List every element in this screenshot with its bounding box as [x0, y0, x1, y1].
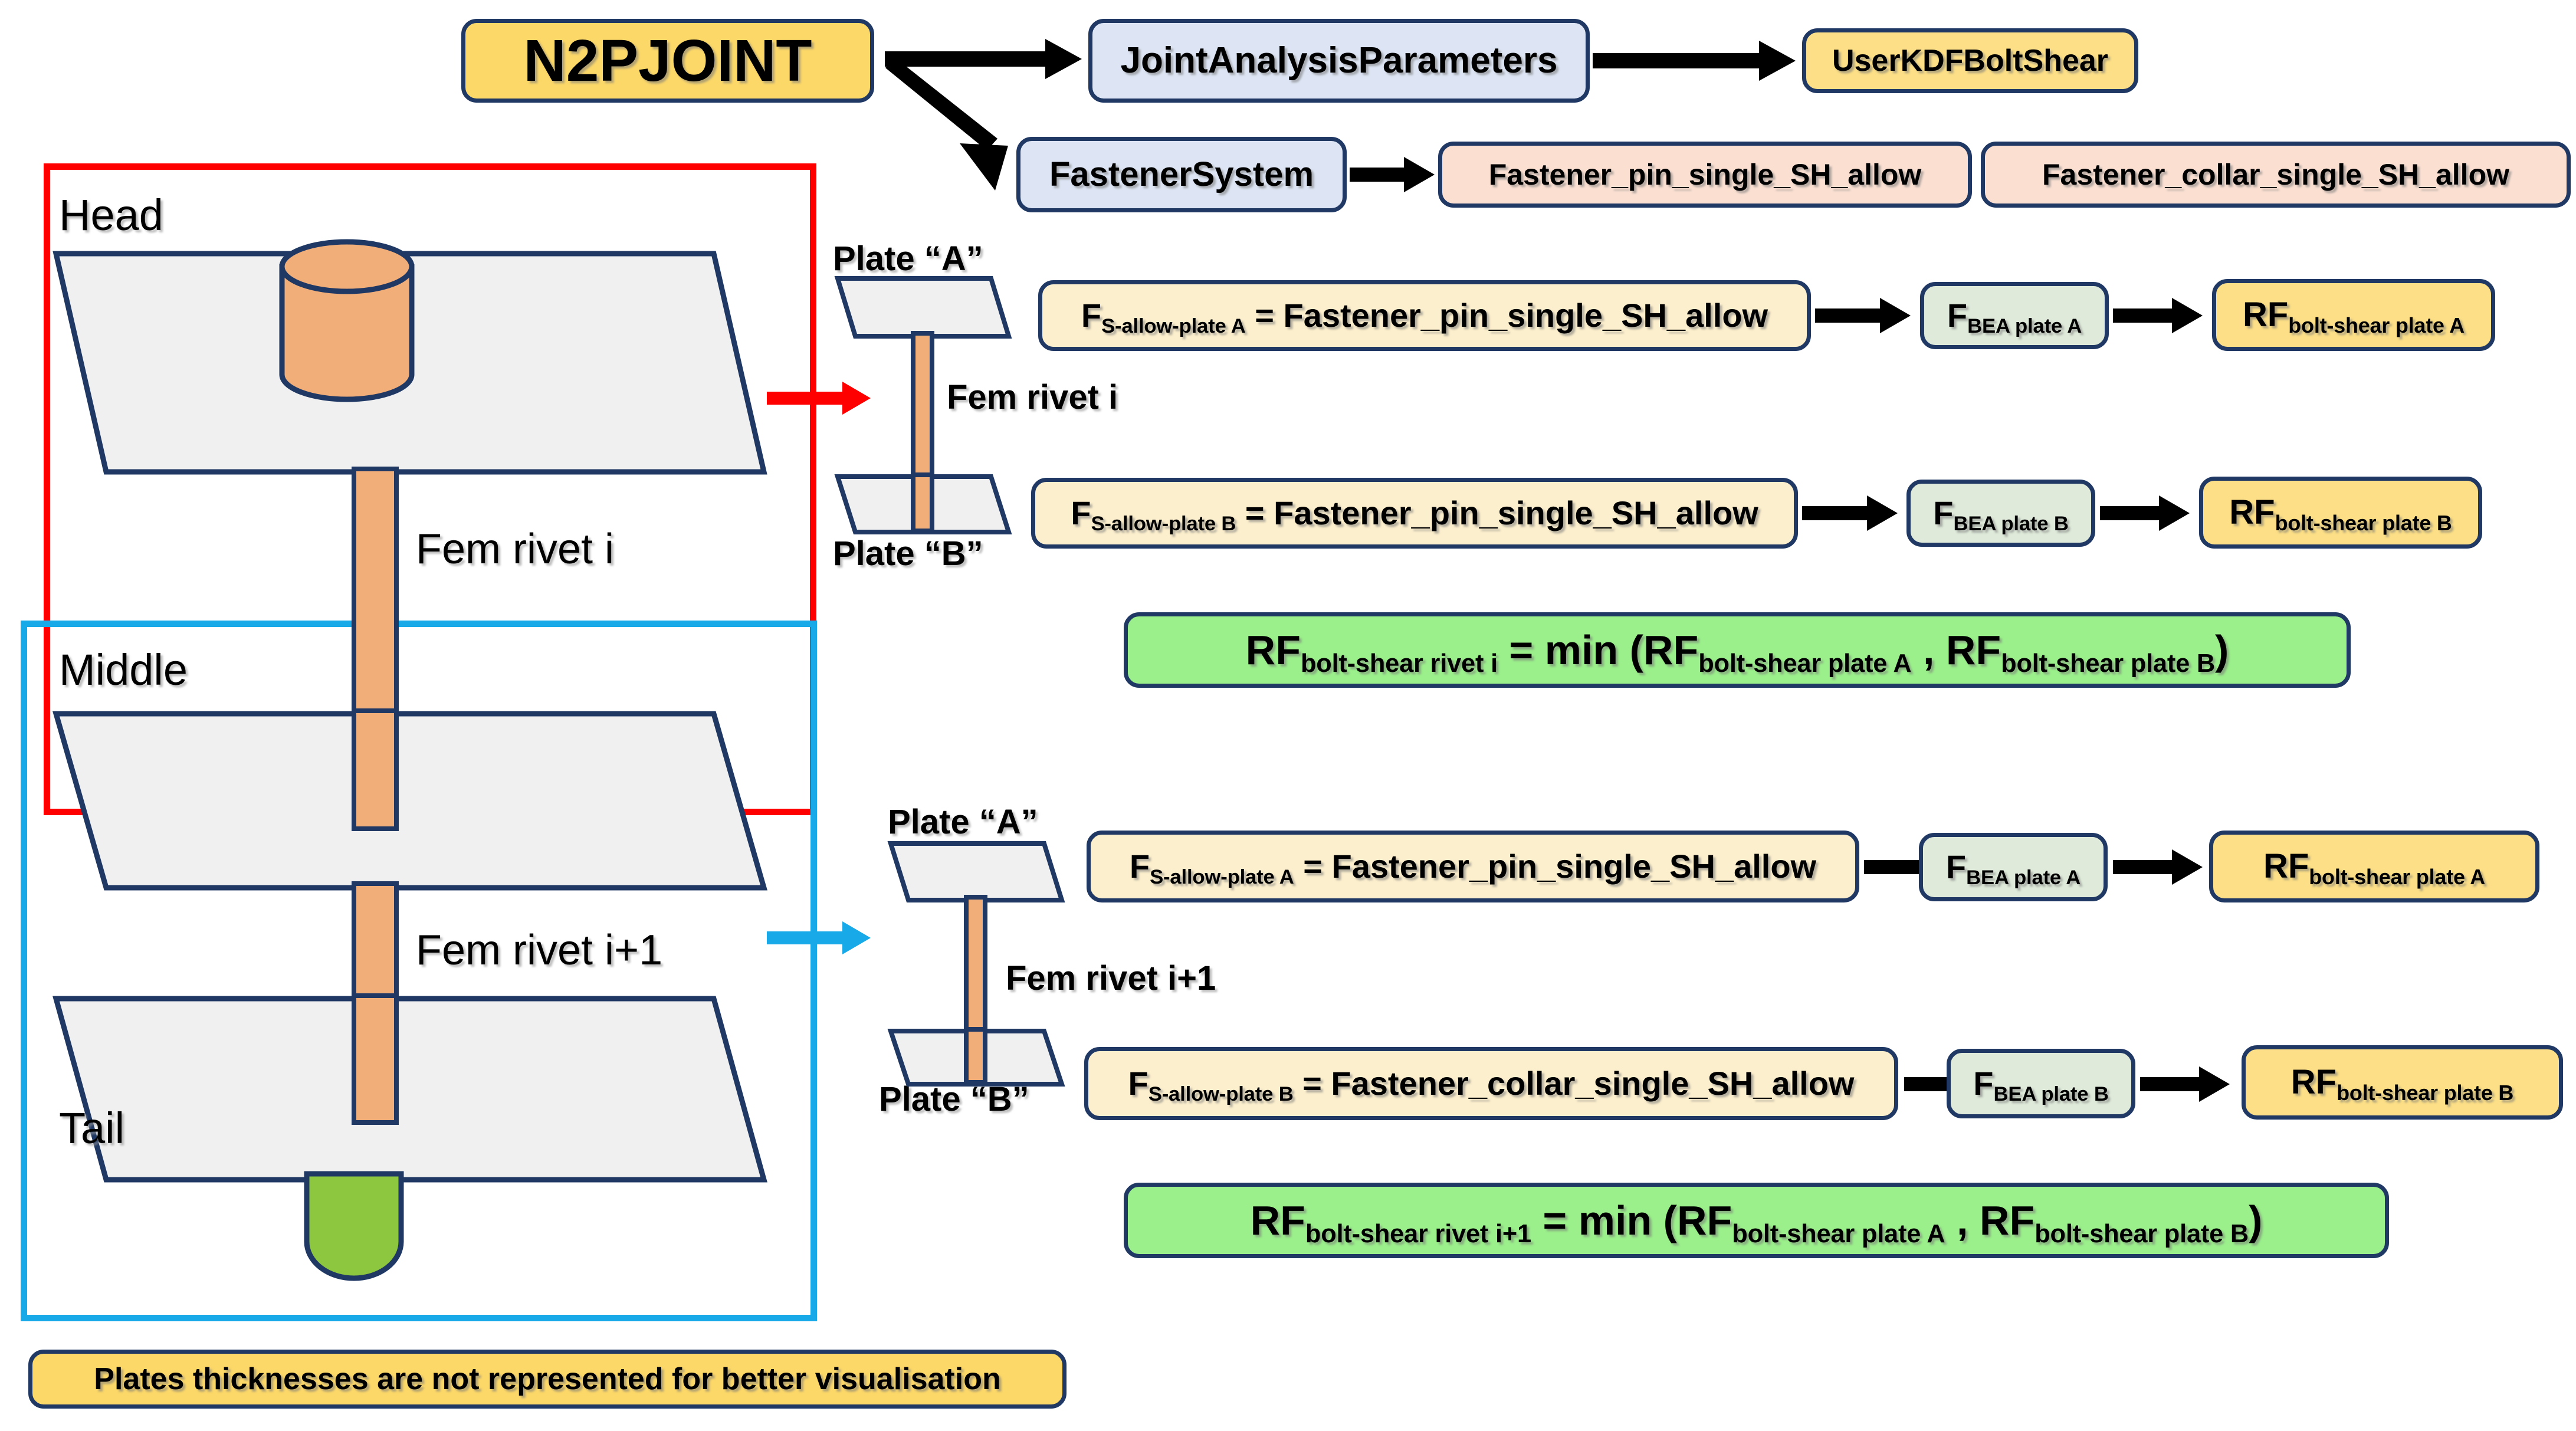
node-jointanalysisparameters-label: JointAnalysisParameters	[1120, 40, 1558, 81]
rivet-i-bea-b-sub: BEA plate B	[1953, 513, 2069, 536]
rivet-i-plate-a	[834, 276, 1012, 339]
node-n2pjoint-label: N2PJOINT	[523, 28, 812, 94]
node-fastener-collar-single-sh-allow[interactable]: Fastener_collar_single_SH_allow	[1981, 142, 2571, 208]
frame-rivet-i-plus-1	[21, 621, 817, 1321]
rivet-i-bea-a-sub: BEA plate A	[1967, 315, 2082, 338]
rivet-i1-rf-b-sub: bolt-shear plate B	[2337, 1080, 2514, 1105]
node-userkdfboltshear-label: UserKDFBoltShear	[1832, 44, 2109, 78]
rivet-i-bea-plate-b[interactable]: FBEA plate B	[1906, 480, 2095, 547]
rivet-i1-min-sep: , RF	[1945, 1197, 2035, 1243]
illustration-label-tail: Tail	[59, 1104, 125, 1153]
rivet-i-min-mid: = min (RF	[1509, 627, 1699, 673]
rivet-i1-min-lhs-sub: bolt-shear rivet i+1	[1305, 1220, 1531, 1249]
rivet-i1-min-arg1-sub: bolt-shear plate A	[1732, 1220, 1945, 1249]
rivet-head-cylinder-body	[279, 264, 415, 402]
rivet-i1-formula-plate-a[interactable]: FS-allow-plate A = Fastener_pin_single_S…	[1087, 831, 1859, 902]
node-userkdfboltshear[interactable]: UserKDFBoltShear	[1802, 28, 2138, 93]
rivet-i-formula-a-sub: S-allow-plate A	[1101, 315, 1246, 338]
rivet-i-rf-b-prefix: RF	[2229, 493, 2275, 531]
rivet-i1-bea-plate-b[interactable]: FBEA plate B	[1947, 1049, 2135, 1118]
node-n2pjoint[interactable]: N2PJOINT	[461, 19, 874, 103]
rivet-i-min-arg2-sub: bolt-shear plate B	[2001, 649, 2216, 678]
rivet-i1-detail-illustration	[887, 841, 1065, 1087]
node-jointanalysisparameters[interactable]: JointAnalysisParameters	[1088, 19, 1590, 103]
rivet-collar-green	[304, 1171, 404, 1281]
rivet-i-bea-plate-a[interactable]: FBEA plate A	[1920, 282, 2109, 349]
rivet-i-rf-a-prefix: RF	[2242, 296, 2289, 334]
illustration-label-rivet-i-plus-1: Fem rivet i+1	[416, 927, 663, 974]
rivet-i1-rf-a-sub: bolt-shear plate A	[2309, 864, 2486, 889]
rivet-i1-formula-a-prefix: F	[1129, 848, 1150, 885]
rivet-i1-bea-b-sub: BEA plate B	[1993, 1083, 2109, 1106]
plate-tail	[52, 996, 767, 1183]
rivet-i-min-formula[interactable]: RFbolt-shear rivet i = min (RFbolt-shear…	[1124, 612, 2351, 688]
rivet-i-bea-a-prefix: F	[1947, 297, 1968, 334]
rivet-i1-formula-b-prefix: F	[1128, 1065, 1148, 1102]
rivet-i-rf-a-sub: bolt-shear plate A	[2288, 313, 2465, 337]
rivet-i-formula-b-sub: S-allow-plate B	[1091, 513, 1236, 536]
rivet-i1-plate-a-label: Plate “A”	[888, 803, 1038, 841]
rivet-shaft-upper	[352, 467, 399, 716]
rivet-i-rf-plate-b[interactable]: RFbolt-shear plate B	[2199, 477, 2482, 549]
rivet-i1-formula-a-rest: = Fastener_pin_single_SH_allow	[1303, 848, 1817, 885]
rivet-i1-shaft-through-b	[964, 1027, 987, 1085]
rivet-i1-formula-a-sub: S-allow-plate A	[1150, 866, 1294, 889]
rivet-i-min-sep: , RF	[1911, 627, 2001, 673]
rivet-i-formula-b-rest: = Fastener_pin_single_SH_allow	[1245, 494, 1758, 531]
rivet-i-plate-b-label: Plate “B”	[833, 534, 983, 573]
rivet-i-min-lhs-sub: bolt-shear rivet i	[1300, 649, 1498, 678]
node-fastener-pin-single-sh-allow[interactable]: Fastener_pin_single_SH_allow	[1438, 142, 1972, 208]
illustration-label-head: Head	[59, 191, 163, 239]
rivet-i-formula-a-rest: = Fastener_pin_single_SH_allow	[1255, 297, 1768, 334]
rivet-i1-rf-plate-b[interactable]: RFbolt-shear plate B	[2242, 1045, 2563, 1120]
rivet-i1-plate-a	[887, 841, 1065, 902]
illustration-label-middle: Middle	[59, 645, 188, 694]
rivet-i1-bea-a-sub: BEA plate A	[1966, 867, 2081, 890]
rivet-i1-rivet-label: Fem rivet i+1	[1006, 959, 1216, 997]
rivet-i1-formula-b-rest: = Fastener_collar_single_SH_allow	[1302, 1065, 1855, 1102]
rivet-i1-bea-b-prefix: F	[1973, 1065, 1994, 1102]
plate-middle	[52, 711, 767, 891]
rivet-shaft-middle	[352, 708, 399, 831]
node-fastenersystem[interactable]: FastenerSystem	[1016, 137, 1347, 212]
rivet-i-formula-a-prefix: F	[1081, 297, 1102, 334]
node-fastener-collar-label: Fastener_collar_single_SH_allow	[2042, 158, 2510, 191]
rivet-i-formula-b-prefix: F	[1071, 494, 1091, 531]
rivet-i-detail-illustration	[834, 276, 1012, 534]
rivet-i1-rf-plate-a[interactable]: RFbolt-shear plate A	[2209, 831, 2539, 902]
rivet-i-formula-plate-a[interactable]: FS-allow-plate A = Fastener_pin_single_S…	[1038, 280, 1811, 351]
rivet-i-min-close: )	[2215, 627, 2229, 673]
rivet-i1-bea-a-prefix: F	[1945, 848, 1967, 885]
node-fastener-pin-label: Fastener_pin_single_SH_allow	[1488, 158, 1922, 191]
rivet-i-rf-plate-a[interactable]: RFbolt-shear plate A	[2212, 279, 2495, 351]
rivet-i1-min-close: )	[2249, 1197, 2263, 1243]
rivet-i1-formula-b-sub: S-allow-plate B	[1148, 1083, 1294, 1106]
rivet-i-min-arg1-sub: bolt-shear plate A	[1698, 649, 1912, 678]
rivet-i-rivet-label: Fem rivet i	[947, 378, 1118, 416]
rivet-i1-bea-plate-a[interactable]: FBEA plate A	[1919, 833, 2108, 901]
rivet-shaft-tail	[352, 993, 399, 1125]
arrow-root-to-fastenersystem	[885, 58, 1008, 191]
rivet-head-cylinder-top	[279, 239, 415, 294]
rivet-i1-min-formula[interactable]: RFbolt-shear rivet i+1 = min (RFbolt-she…	[1124, 1183, 2389, 1258]
rivet-i-shaft-through-b	[911, 472, 934, 533]
rivet-i1-rf-a-prefix: RF	[2263, 847, 2309, 885]
rivet-i1-min-mid: = min (RF	[1543, 1197, 1732, 1243]
rivet-assembly-illustration	[52, 239, 767, 1281]
rivet-i-rf-b-sub: bolt-shear plate B	[2275, 510, 2452, 535]
rivet-i-formula-plate-b[interactable]: FS-allow-plate B = Fastener_pin_single_S…	[1031, 478, 1798, 549]
footnote-label: Plates thicknesses are not represented f…	[94, 1362, 1001, 1396]
node-fastenersystem-label: FastenerSystem	[1049, 155, 1314, 193]
rivet-i1-min-arg2-sub: bolt-shear plate B	[2034, 1220, 2249, 1249]
rivet-i1-rf-b-prefix: RF	[2290, 1063, 2337, 1101]
rivet-i-plate-a-label: Plate “A”	[833, 239, 983, 278]
footnote-box: Plates thicknesses are not represented f…	[28, 1350, 1067, 1409]
rivet-i-bea-b-prefix: F	[1933, 494, 1954, 531]
illustration-label-rivet-i: Fem rivet i	[416, 526, 615, 573]
rivet-i1-min-lhs-prefix: RF	[1250, 1197, 1305, 1243]
rivet-i1-formula-plate-b[interactable]: FS-allow-plate B = Fastener_collar_singl…	[1084, 1047, 1898, 1120]
rivet-i-min-lhs-prefix: RF	[1245, 627, 1301, 673]
